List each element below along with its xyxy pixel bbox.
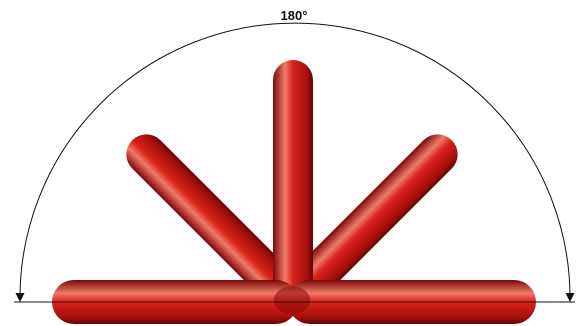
- pivot-joint: [274, 286, 310, 314]
- arrowhead-left-icon: [16, 293, 25, 302]
- angle-label: 180°: [281, 8, 308, 23]
- arm-90: [273, 60, 313, 310]
- arrowhead-right-icon: [566, 293, 575, 302]
